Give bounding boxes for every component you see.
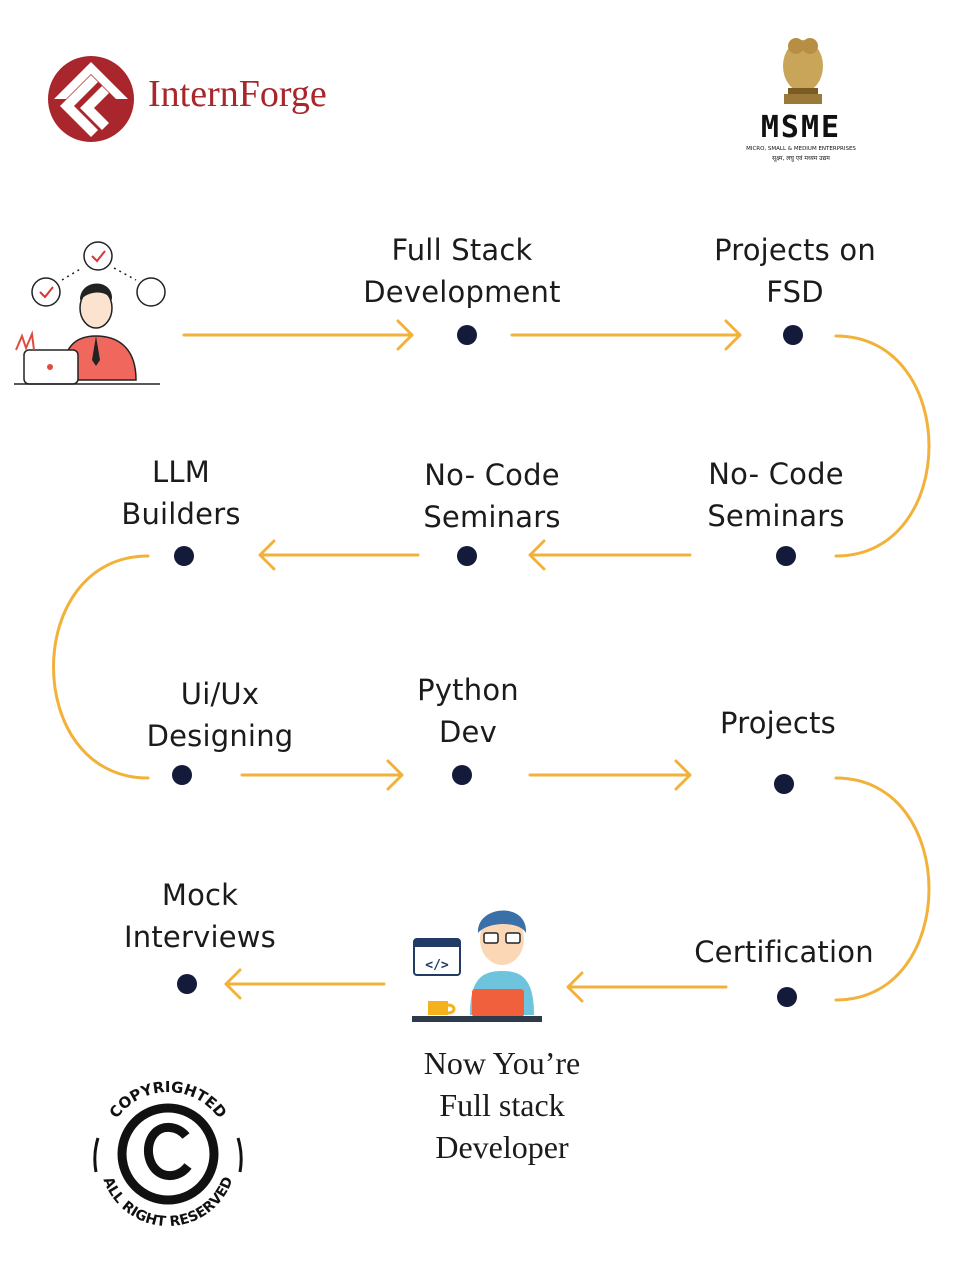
curve-left bbox=[52, 554, 150, 780]
brand-name: InternForge bbox=[148, 73, 327, 115]
step-node-mock-interviews bbox=[177, 974, 197, 994]
copyright-seal: COPYRIGHTED ALL RIGHT RESERVED bbox=[82, 1068, 254, 1240]
svg-text:COPYRIGHTED: COPYRIGHTED bbox=[106, 1078, 231, 1122]
svg-text:</>: </> bbox=[425, 958, 449, 973]
step-label-ui-ux: Ui/Ux Designing bbox=[146, 677, 294, 753]
step-label-projects-fsd: Projects on FSD bbox=[714, 233, 876, 309]
step-label-mock-interviews: Mock Interviews bbox=[124, 878, 276, 954]
arrow-right bbox=[240, 759, 404, 791]
arrow-left bbox=[224, 968, 386, 1000]
msme-wordmark: MSME bbox=[760, 110, 842, 145]
step-node-ui-ux bbox=[172, 765, 192, 785]
step-node-projects bbox=[774, 774, 794, 794]
internforge-logo bbox=[46, 54, 136, 144]
developer-illustration: </> bbox=[410, 905, 544, 1025]
step-label-no-code-1: No- Code Seminars bbox=[707, 457, 845, 533]
msme-subtitle: MICRO, SMALL & MEDIUM ENTERPRISES bbox=[746, 146, 856, 152]
step-label-projects: Projects bbox=[720, 706, 836, 740]
step-node-projects-fsd bbox=[783, 325, 803, 345]
student-thinking-icon bbox=[14, 241, 166, 385]
step-label-python-dev: Python Dev bbox=[417, 673, 519, 749]
step-node-llm-builders bbox=[174, 546, 194, 566]
msme-tagline: सूक्ष्म, लघु एवं मध्यम उद्यम bbox=[772, 155, 830, 162]
copyright-icon: COPYRIGHTED ALL RIGHT RESERVED bbox=[93, 1078, 243, 1230]
internforge-logo-icon bbox=[48, 56, 134, 142]
arrow-left bbox=[528, 539, 692, 571]
emblem-icon bbox=[783, 38, 823, 104]
curve-right bbox=[834, 334, 931, 558]
arrow-right bbox=[528, 759, 692, 791]
arrow-right bbox=[510, 319, 742, 351]
developer-at-laptop-icon: </> bbox=[412, 910, 542, 1022]
step-label-full-stack: Full Stack Development bbox=[363, 233, 561, 309]
arrow-left bbox=[566, 971, 728, 1003]
step-node-full-stack bbox=[457, 325, 477, 345]
copyright-top-text: COPYRIGHTED bbox=[106, 1078, 231, 1122]
step-label-no-code-2: No- Code Seminars bbox=[423, 458, 561, 534]
step-node-python-dev bbox=[452, 765, 472, 785]
step-node-no-code-2 bbox=[457, 546, 477, 566]
arrow-left bbox=[258, 539, 420, 571]
step-label-llm-builders: LLM Builders bbox=[121, 455, 241, 531]
msme-logo: MSME MICRO, SMALL & MEDIUM ENTERPRISES स… bbox=[738, 32, 864, 167]
step-label-certification: Certification bbox=[694, 935, 874, 969]
arrow-right bbox=[182, 319, 414, 351]
step-node-certification bbox=[777, 987, 797, 1007]
curve-right bbox=[834, 776, 931, 1002]
student-illustration bbox=[10, 238, 170, 388]
step-node-no-code-1 bbox=[776, 546, 796, 566]
outcome-label: Now You’re Full stack Developer bbox=[423, 1045, 581, 1165]
